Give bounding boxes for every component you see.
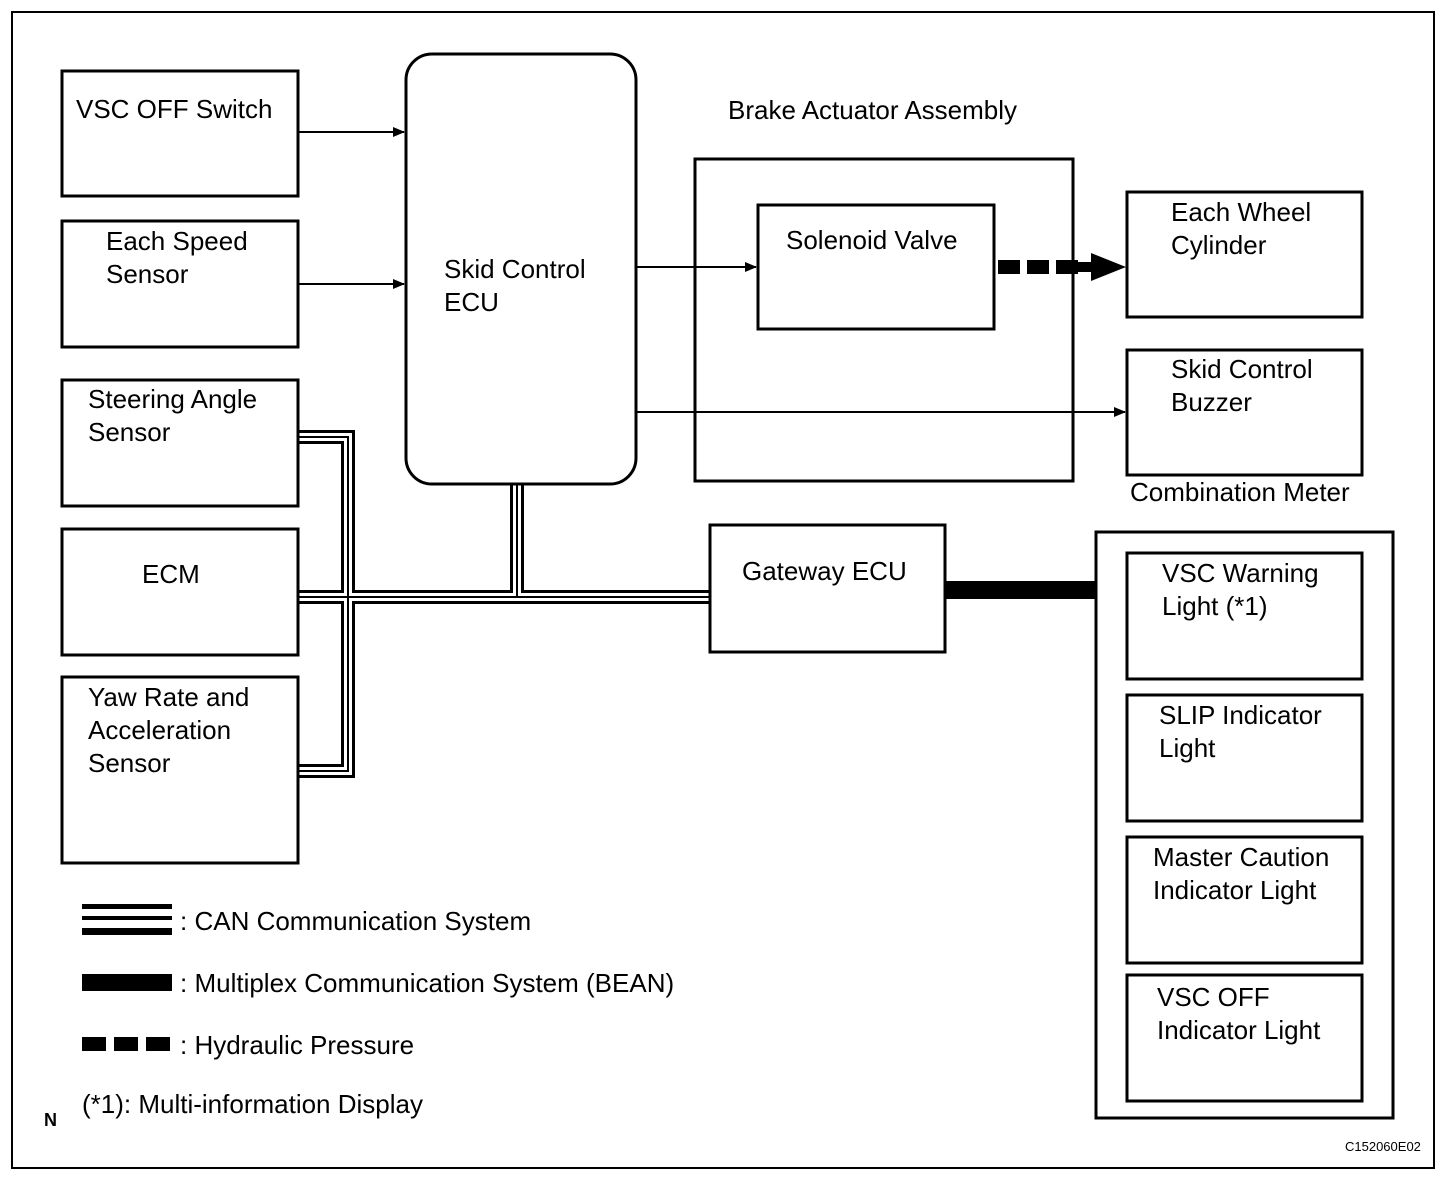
skid-ecu-box: [404, 52, 638, 486]
wheel-cylinder-box: [1125, 190, 1364, 319]
can-bus-lines: [298, 430, 710, 778]
outer-frame: [11, 11, 1435, 1169]
vsc-warning-box: [1125, 551, 1364, 681]
slip-indicator-box: [1125, 693, 1364, 823]
legend-hydraulic-symbol: [82, 1037, 170, 1051]
master-caution-label: Master Caution Indicator Light: [1153, 842, 1337, 905]
brake-actuator-title: Brake Actuator Assembly: [728, 95, 1017, 125]
combination-meter-title: Combination Meter: [1130, 477, 1350, 507]
skid-ecu-label: Skid Control ECU: [444, 254, 593, 317]
corner-mark: N: [44, 1110, 57, 1130]
legend-can-symbol: [82, 904, 172, 935]
solenoid-valve-label: Solenoid Valve: [786, 225, 958, 255]
steering-sensor-box: [60, 378, 300, 508]
steering-sensor-label: Steering Angle Sensor: [88, 384, 264, 447]
gateway-ecu-box: [708, 523, 947, 654]
legend-can-label: : CAN Communication System: [180, 906, 531, 936]
ecm-box: [60, 527, 300, 657]
wheel-cylinder-label: Each Wheel Cylinder: [1171, 197, 1318, 260]
speed-sensor-box: [60, 219, 300, 349]
vsc-off-switch-label: VSC OFF Switch: [76, 94, 272, 124]
solenoid-valve-box: [756, 203, 996, 331]
hydraulic-arrow: [998, 253, 1126, 281]
vsc-off-switch-box: [60, 69, 300, 198]
gateway-ecu-label: Gateway ECU: [742, 556, 907, 586]
vsc-warning-label: VSC Warning Light (*1): [1162, 558, 1326, 621]
speed-sensor-label: Each Speed Sensor: [106, 226, 255, 289]
legend-hydraulic-label: : Hydraulic Pressure: [180, 1030, 414, 1060]
master-caution-box: [1125, 835, 1364, 965]
legend-bean-symbol: [82, 974, 172, 991]
legend-note: (*1): Multi-information Display: [82, 1089, 423, 1119]
figure-code: C152060E02: [1345, 1139, 1421, 1154]
legend-bean-label: : Multiplex Communication System (BEAN): [180, 968, 674, 998]
yaw-sensor-label: Yaw Rate and Acceleration Sensor: [88, 682, 257, 778]
skid-buzzer-box: [1125, 348, 1364, 477]
yaw-sensor-box: [60, 675, 300, 865]
vsc-off-indicator-box: [1125, 973, 1364, 1103]
vsc-off-indicator-label: VSC OFF Indicator Light: [1157, 982, 1321, 1045]
ecm-label: ECM: [142, 559, 200, 589]
slip-indicator-label: SLIP Indicator Light: [1159, 700, 1329, 763]
skid-buzzer-label: Skid Control Buzzer: [1171, 354, 1320, 417]
